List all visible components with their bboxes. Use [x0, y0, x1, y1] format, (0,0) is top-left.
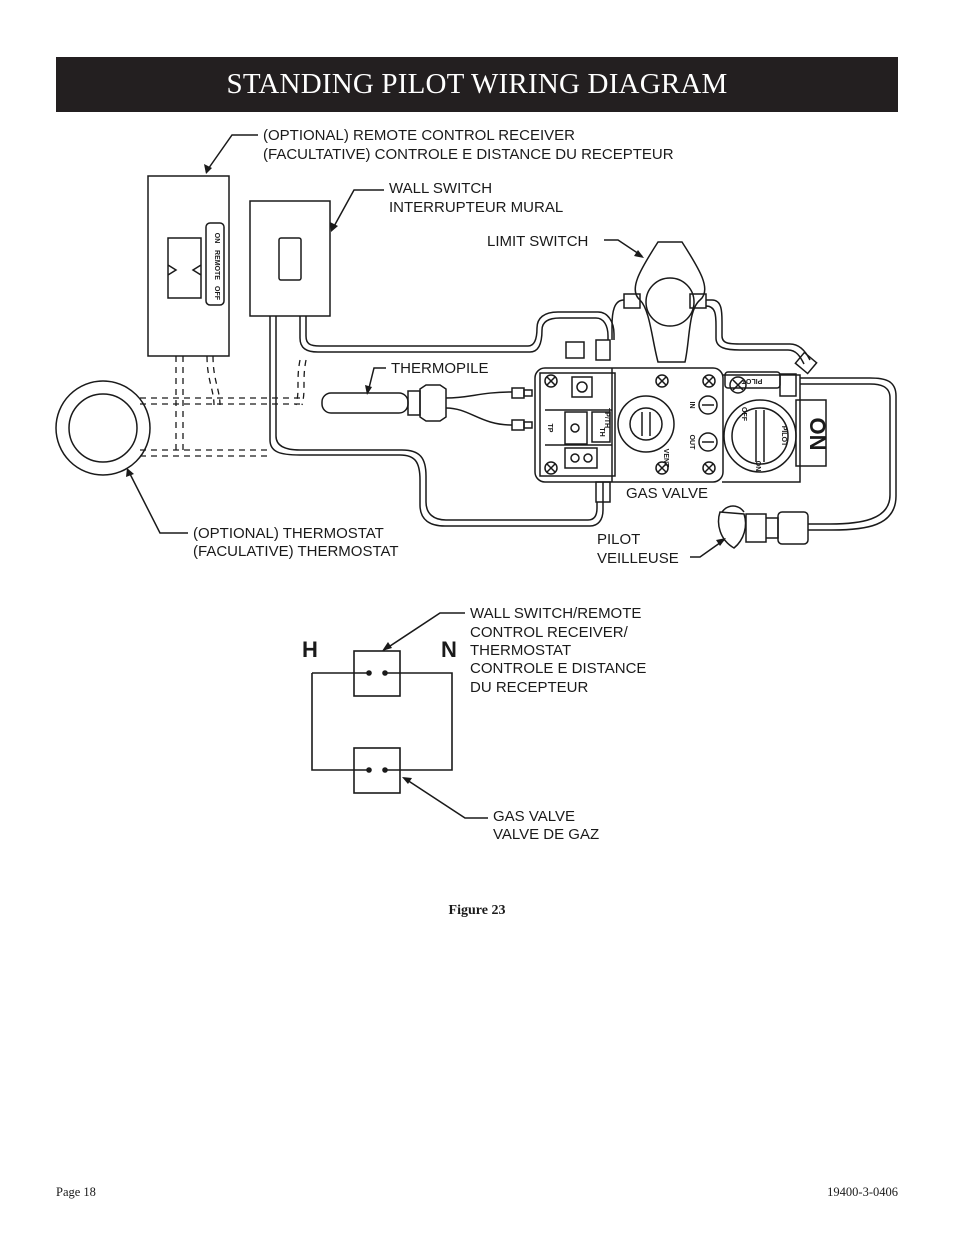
- pilot-leader-arrow: [690, 539, 725, 558]
- wall-switch-leader-arrow: [331, 189, 384, 231]
- thermostat: [55, 380, 151, 476]
- knob-off-mark: OFF: [740, 407, 747, 422]
- title-bar: STANDING PILOT WIRING DIAGRAM: [56, 57, 898, 112]
- schematic-switch-label-2: CONTROL RECEIVER/: [470, 624, 629, 641]
- limit-connectors: [565, 339, 818, 375]
- valve-vent-mark: VENT: [662, 449, 669, 468]
- gas-valve-label: GAS VALVE: [626, 485, 708, 502]
- limit-switch: [611, 241, 811, 365]
- knob-pilot-mark: PILOT: [780, 426, 787, 447]
- schematic-n-label: N: [441, 637, 457, 662]
- thermopile: [321, 384, 533, 431]
- pilot-knob: [723, 371, 827, 473]
- schematic-top-leader: [383, 612, 465, 651]
- figure-caption: Figure 23: [448, 903, 506, 918]
- page-number: Page 18: [56, 1185, 96, 1199]
- schematic-switch-label-4: CONTROLE E DISTANCE: [470, 660, 646, 677]
- schematic-h-label: H: [302, 637, 318, 662]
- pilot-label-en: PILOT: [597, 531, 640, 548]
- schematic: [311, 612, 488, 819]
- valve-out-mark: OUT: [688, 435, 695, 451]
- pilot-assembly: [717, 377, 897, 549]
- receiver-remote-mark: REMOTE: [213, 250, 220, 280]
- valve-in-mark: IN: [688, 402, 695, 409]
- pilot-label-fr: VEILLEUSE: [597, 550, 679, 567]
- knob-on-mark: ON: [754, 461, 761, 472]
- valve-tpth-mark: TP/TH: [603, 408, 610, 428]
- remote-receiver: ON REMOTE OFF: [147, 175, 230, 357]
- schematic-switch-label-5: DU RECEPTEUR: [470, 679, 589, 696]
- remote-receiver-label-fr: (FACULTATIVE) CONTROLE E DISTANCE DU REC…: [263, 146, 674, 163]
- schematic-valve-label-2: VALVE DE GAZ: [493, 826, 599, 843]
- wall-switch: [249, 200, 331, 317]
- thermopile-label: THERMOPILE: [391, 360, 489, 377]
- limit-switch-leader-arrow: [604, 239, 643, 257]
- schematic-bottom-leader: [403, 777, 488, 819]
- document-number: 19400-3-0406: [827, 1185, 898, 1199]
- valve-th-mark: TH: [598, 427, 605, 436]
- schematic-valve-label-1: GAS VALVE: [493, 808, 575, 825]
- thermostat-label-fr: (FACULATIVE) THERMOSTAT: [193, 543, 399, 560]
- remote-leader-arrowhead: [204, 164, 212, 174]
- limit-switch-label: LIMIT SWITCH: [487, 233, 588, 250]
- knob-big-on-mark: ON: [805, 418, 830, 451]
- valve-tp-mark: TP: [546, 424, 553, 433]
- remote-receiver-label-en: (OPTIONAL) REMOTE CONTROL RECEIVER: [263, 127, 575, 144]
- receiver-off-mark: OFF: [213, 286, 220, 301]
- schematic-switch-label-1: WALL SWITCH/REMOTE: [470, 605, 641, 622]
- remote-leader-arrow: [205, 134, 258, 173]
- wall-switch-label-en: WALL SWITCH: [389, 180, 492, 197]
- receiver-on-mark: ON: [213, 233, 220, 244]
- pilot-cap-mark: PILOT: [741, 377, 762, 384]
- thermostat-label-en: (OPTIONAL) THERMOSTAT: [193, 525, 384, 542]
- page-title: STANDING PILOT WIRING DIAGRAM: [226, 68, 728, 100]
- schematic-switch-label-3: THERMOSTAT: [470, 642, 571, 659]
- wall-switch-label-fr: INTERRUPTEUR MURAL: [389, 199, 563, 216]
- thermopile-leader-arrow: [367, 367, 386, 393]
- thermostat-leader-arrow: [127, 469, 188, 534]
- gas-valve-body: [534, 367, 801, 483]
